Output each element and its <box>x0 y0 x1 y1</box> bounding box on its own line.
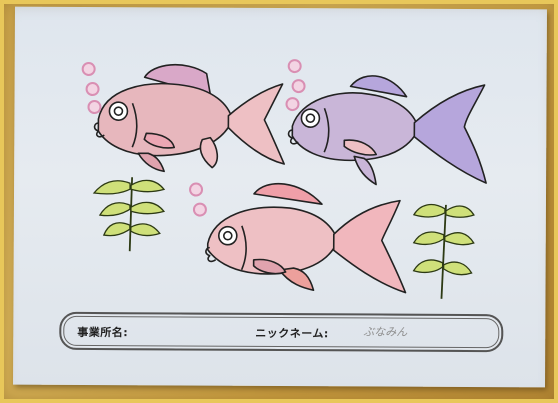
nickname-handwritten: ぶなみん <box>363 325 408 339</box>
name-form-box: 事業所名: ニックネーム: ぶなみん <box>59 311 504 353</box>
bubble <box>85 81 100 97</box>
waterweed-left <box>92 177 166 252</box>
goldfish-drawing <box>81 59 487 299</box>
bubble <box>291 79 306 94</box>
pink-goldfish <box>93 63 285 173</box>
waterweed-right <box>412 203 475 299</box>
nickname-label: ニックネーム: <box>255 326 329 341</box>
office-name-label: 事業所名: <box>77 325 129 340</box>
bubble <box>192 202 207 217</box>
bubble <box>189 182 204 197</box>
coloring-sheet: 事業所名: ニックネーム: ぶなみん <box>13 6 547 388</box>
purple-goldfish <box>287 75 487 186</box>
bubble <box>87 99 102 115</box>
bubble <box>287 59 302 74</box>
bubble <box>285 97 300 112</box>
bubble <box>81 61 96 77</box>
coral-goldfish <box>205 182 407 294</box>
